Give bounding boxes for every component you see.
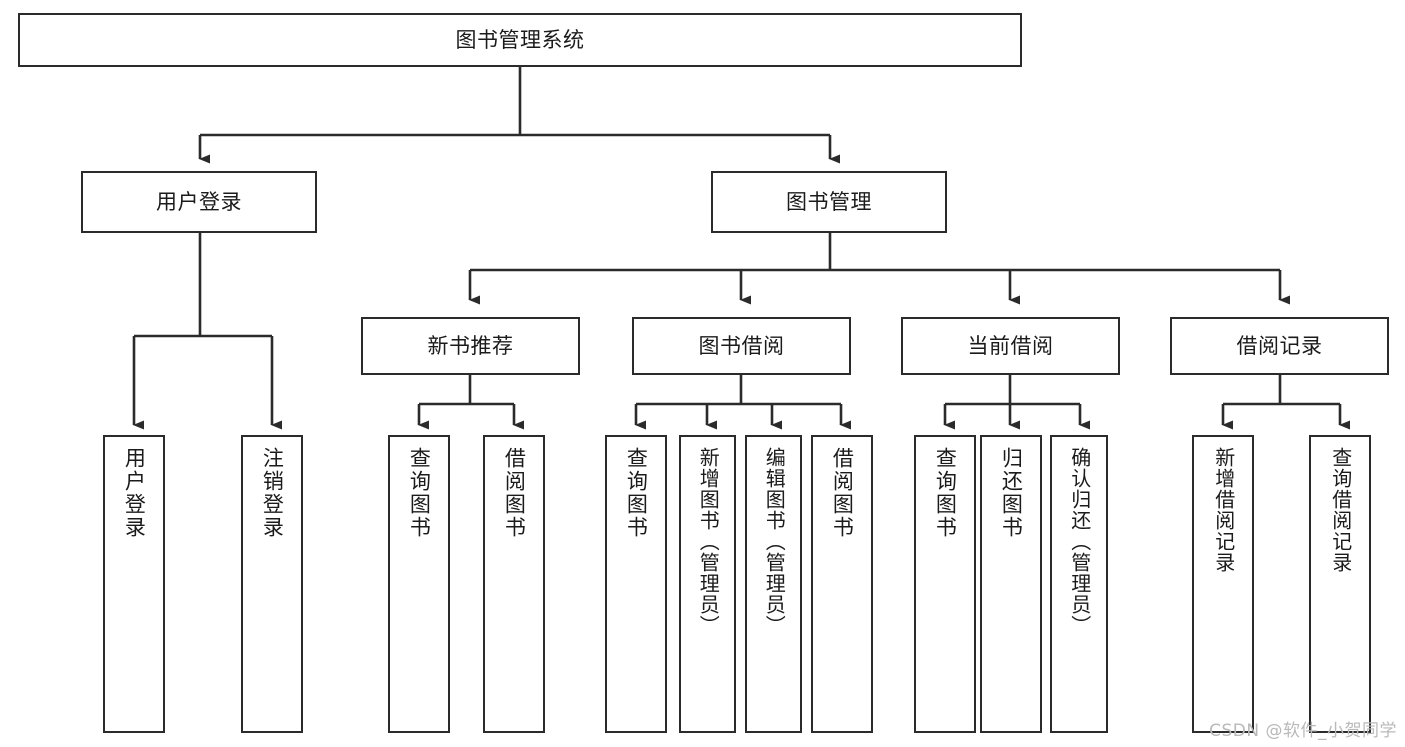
leaf-borrow-book-2[interactable]: 借阅图书 — [811, 435, 873, 733]
leaf-logout-login-label: 注销登录 — [260, 447, 285, 539]
leaf-edit-book-label: 编辑图书（管理员） — [762, 447, 787, 636]
leaf-add-record-label: 新增借阅记录 — [1211, 447, 1236, 573]
leaf-add-record[interactable]: 新增借阅记录 — [1192, 435, 1254, 733]
watermark: CSDN @软件_小贺同学 — [1209, 721, 1397, 741]
leaf-query-record-label: 查询借阅记录 — [1328, 447, 1353, 573]
node-current-borrow[interactable]: 当前借阅 — [901, 317, 1120, 375]
node-current-borrow-label: 当前借阅 — [967, 333, 1054, 358]
leaf-borrow-book-1-label: 借阅图书 — [502, 447, 527, 539]
leaf-borrow-book-2-label: 借阅图书 — [830, 447, 855, 539]
leaf-query-book-2[interactable]: 查询图书 — [605, 435, 667, 733]
leaf-confirm-return[interactable]: 确认归还（管理员） — [1050, 435, 1108, 733]
leaf-query-book-1-label: 查询图书 — [407, 447, 432, 539]
node-root[interactable]: 图书管理系统 — [18, 13, 1022, 67]
leaf-add-book[interactable]: 新增图书（管理员） — [679, 435, 736, 733]
node-user-login-label: 用户登录 — [156, 189, 242, 214]
leaf-query-book-2-label: 查询图书 — [624, 447, 649, 539]
leaf-return-book[interactable]: 归还图书 — [980, 435, 1042, 733]
node-book-manage-label: 图书管理 — [786, 189, 872, 214]
node-borrow-record[interactable]: 借阅记录 — [1170, 317, 1389, 375]
leaf-query-book-1[interactable]: 查询图书 — [388, 435, 450, 733]
leaf-query-book-3[interactable]: 查询图书 — [914, 435, 976, 733]
leaf-query-book-3-label: 查询图书 — [933, 447, 958, 539]
leaf-query-record[interactable]: 查询借阅记录 — [1309, 435, 1371, 733]
leaf-borrow-book-1[interactable]: 借阅图书 — [483, 435, 545, 733]
leaf-return-book-label: 归还图书 — [999, 447, 1024, 539]
leaf-confirm-return-label: 确认归还（管理员） — [1067, 447, 1092, 636]
node-book-borrow[interactable]: 图书借阅 — [632, 317, 851, 375]
leaf-edit-book[interactable]: 编辑图书（管理员） — [745, 435, 802, 733]
leaf-user-login[interactable]: 用户登录 — [103, 435, 165, 733]
node-borrow-record-label: 借阅记录 — [1236, 333, 1323, 358]
node-root-label: 图书管理系统 — [455, 27, 585, 52]
leaf-user-login-label: 用户登录 — [122, 447, 147, 539]
node-new-book-recommend-label: 新书推荐 — [427, 333, 514, 358]
node-book-manage[interactable]: 图书管理 — [711, 171, 947, 233]
leaf-logout-login[interactable]: 注销登录 — [241, 435, 303, 733]
leaf-add-book-label: 新增图书（管理员） — [696, 447, 721, 636]
node-new-book-recommend[interactable]: 新书推荐 — [361, 317, 580, 375]
node-book-borrow-label: 图书借阅 — [698, 333, 785, 358]
node-user-login[interactable]: 用户登录 — [81, 171, 317, 233]
